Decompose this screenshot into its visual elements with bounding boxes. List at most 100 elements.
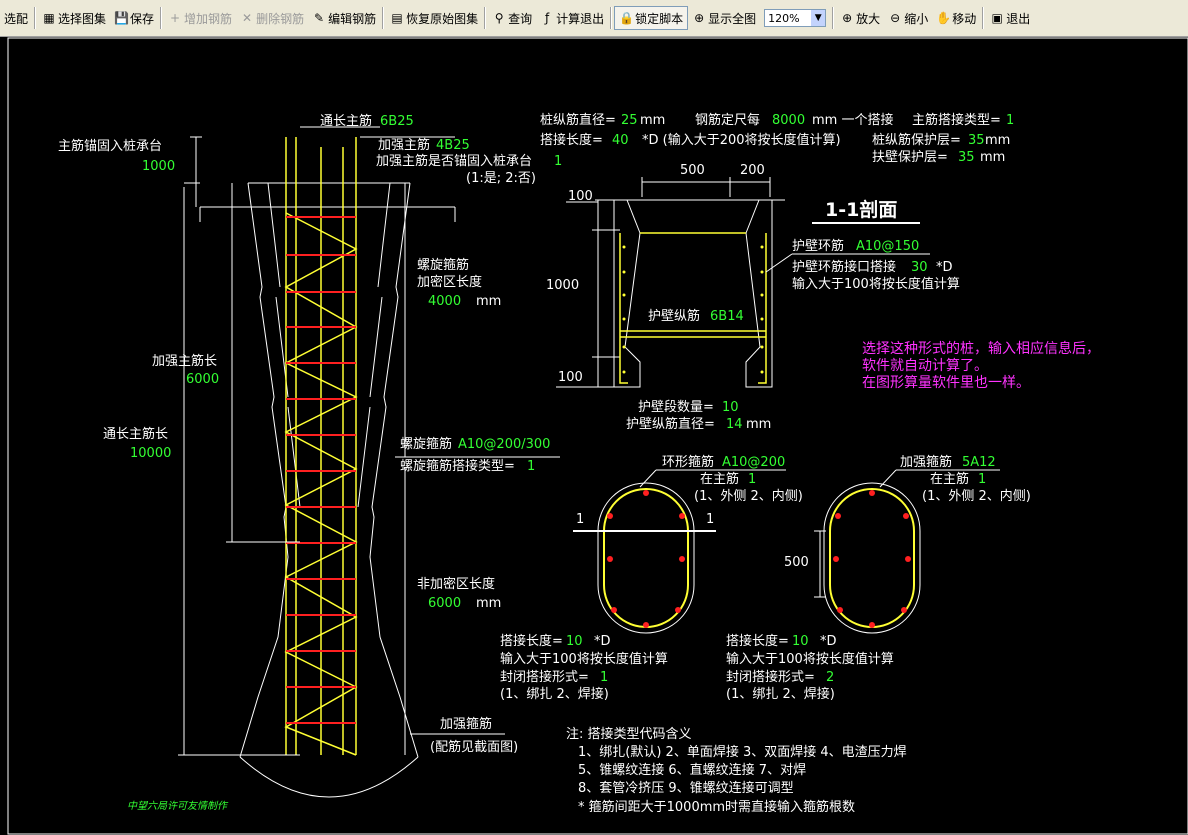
lap1-value[interactable]: 10 [566, 634, 583, 649]
cross-section-reinforced [814, 482, 921, 634]
toolbar-separator [34, 7, 37, 29]
spiral-bar-label: 螺旋箍筋 [400, 436, 452, 452]
wall-count-value[interactable]: 10 [722, 400, 739, 415]
close2-label: 封闭搭接形式= [726, 669, 815, 685]
anchor-value[interactable]: 1000 [142, 159, 175, 174]
info-diam-unit: mm [640, 113, 665, 128]
wall-ring-value[interactable]: A10@150 [856, 239, 919, 254]
nondense-value[interactable]: 6000 [428, 596, 461, 611]
toolbar-exit-button[interactable]: ▣退出 [986, 5, 1034, 31]
info-diam-label: 桩纵筋直径= [540, 112, 616, 128]
wall-diam-value[interactable]: 14 [726, 417, 743, 432]
toolbar-lock-label: 锁定脚本 [635, 11, 684, 26]
dim-100-bot: 100 [558, 370, 583, 385]
strong-anchor-value[interactable]: 1 [554, 154, 562, 169]
toolbar-zoomout-button[interactable]: ⊖缩小 [884, 5, 932, 31]
strong-len-value[interactable]: 6000 [186, 372, 219, 387]
ring-leader [639, 469, 657, 488]
toolbar-exit-label: 退出 [1006, 11, 1031, 26]
wall-ring-lap-value[interactable]: 30 [911, 260, 928, 275]
stirrup-hint: (配筋见截面图) [430, 739, 518, 755]
toolbar-move-label: 移动 [952, 11, 977, 26]
close1-value[interactable]: 1 [600, 670, 608, 685]
drawing-canvas[interactable]: 通长主筋 6B25 加强主筋 4B25 加强主筋是否锚固入桩承台 1 (1:是;… [0, 37, 1188, 835]
toolbar-separator [382, 7, 385, 29]
spiral-dense-unit: mm [476, 294, 501, 309]
strong-bar-value[interactable]: 4B25 [436, 138, 470, 153]
toolbar-move-button[interactable]: ✋移动 [932, 5, 980, 31]
toolbar-delete-button: ✕删除钢筋 [236, 5, 308, 31]
toolbar-restore-label: 恢复原始图集 [406, 11, 479, 26]
chevron-down-icon[interactable]: ▼ [811, 10, 826, 26]
toolbar-lock-button[interactable]: 🔒锁定脚本 [614, 6, 689, 30]
wall-rebar [619, 232, 767, 384]
toolbar-separator [982, 7, 985, 29]
drawing-border [7, 37, 1188, 835]
edit-icon: ✎ [314, 11, 325, 25]
toolbar-zoomin-button[interactable]: ⊕放大 [836, 5, 884, 31]
ring-label: 环形箍筋 [662, 454, 714, 470]
close1-hint: (1、绑扎 2、焊接) [500, 686, 609, 702]
info-laptype-value[interactable]: 1 [1006, 113, 1014, 128]
ring-value[interactable]: A10@200 [722, 455, 785, 470]
info-fixlen-tail: mm 一个搭接 [812, 112, 893, 128]
main-bars [284, 137, 358, 756]
anchor-label: 主筋锚固入桩承台 [58, 138, 162, 154]
toolbar-fit-button[interactable]: ⊕显示全图 [688, 5, 760, 31]
main-bar-label: 通长主筋 [320, 113, 372, 129]
main-bar-value[interactable]: 6B25 [380, 114, 414, 129]
dimension-lines-left [178, 126, 560, 756]
spiral-lap-value[interactable]: 1 [527, 459, 535, 474]
spiral-dense-value[interactable]: 4000 [428, 294, 461, 309]
rein-value[interactable]: 5A12 [962, 455, 996, 470]
toolbar-partial-button[interactable]: 选配 [0, 5, 32, 31]
zoomin-icon: ⊕ [842, 11, 853, 25]
wall-diam-label: 护壁纵筋直径= [626, 416, 715, 432]
ring-pos-value[interactable]: 1 [748, 472, 756, 487]
full-len-value[interactable]: 10000 [130, 446, 171, 461]
rein-pos-value[interactable]: 1 [978, 472, 986, 487]
fit-icon: ⊕ [694, 11, 705, 25]
info-diam-value[interactable]: 25 [621, 113, 638, 128]
stirrup-label: 加强箍筋 [440, 716, 492, 732]
nondense-label: 非加密区长度 [417, 576, 495, 592]
toolbar-save-button[interactable]: 💾保存 [110, 5, 158, 31]
info-fixlen-value[interactable]: 8000 [772, 113, 805, 128]
code-line-1: 1、绑扎(默认) 2、单面焊接 3、双面焊接 4、电渣压力焊 [578, 744, 907, 760]
calc-icon: ƒ [545, 11, 550, 25]
zoom-select[interactable]: 120%▼ [764, 9, 827, 27]
toolbar-query-button[interactable]: ⚲查询 [488, 5, 536, 31]
lock-icon: 🔒 [619, 11, 635, 25]
code-line-2: 5、锥螺纹连接 6、直螺纹连接 7、对焊 [578, 762, 806, 778]
wall-ring-lap-unit: *D [936, 260, 953, 275]
note-line-3: 在图形算量软件里也一样。 [862, 375, 1030, 391]
lap1-label: 搭接长度= [500, 633, 563, 649]
info-cover-value[interactable]: 35 [968, 133, 985, 148]
lap1-hint: 输入大于100将按长度值计算 [500, 651, 668, 667]
info-laplen-hint: *D (输入大于200将按长度值计算) [642, 132, 841, 148]
lap2-label: 搭接长度= [726, 633, 789, 649]
toolbar-select-button[interactable]: ▦选择图集 [38, 5, 110, 31]
toolbar-edit-button[interactable]: ✎编辑钢筋 [308, 5, 380, 31]
section-mark-right: 1 [706, 512, 714, 527]
lap2-value[interactable]: 10 [792, 634, 809, 649]
toolbar-select-label: 选择图集 [58, 11, 107, 26]
info-laplen-value[interactable]: 40 [612, 133, 629, 148]
full-len-label: 通长主筋长 [103, 426, 168, 442]
select-icon: ▦ [43, 11, 55, 25]
toolbar-restore-button[interactable]: ▤恢复原始图集 [386, 5, 482, 31]
strong-bar-label: 加强主筋 [378, 137, 430, 153]
info-wallcover-value[interactable]: 35 [958, 150, 975, 165]
spiral-bar-value[interactable]: A10@200/300 [458, 437, 550, 452]
strong-anchor-label: 加强主筋是否锚固入桩承台 [376, 153, 532, 169]
wall-long-value[interactable]: 6B14 [710, 309, 744, 324]
restore-icon: ▤ [391, 11, 403, 25]
spiral-label-1: 螺旋箍筋 [417, 257, 469, 273]
toolbar-zoomout-label: 缩小 [904, 11, 929, 26]
close1-label: 封闭搭接形式= [500, 669, 589, 685]
close2-value[interactable]: 2 [826, 670, 834, 685]
wall-long-label: 护壁纵筋 [648, 308, 700, 324]
toolbar-separator [832, 7, 835, 29]
